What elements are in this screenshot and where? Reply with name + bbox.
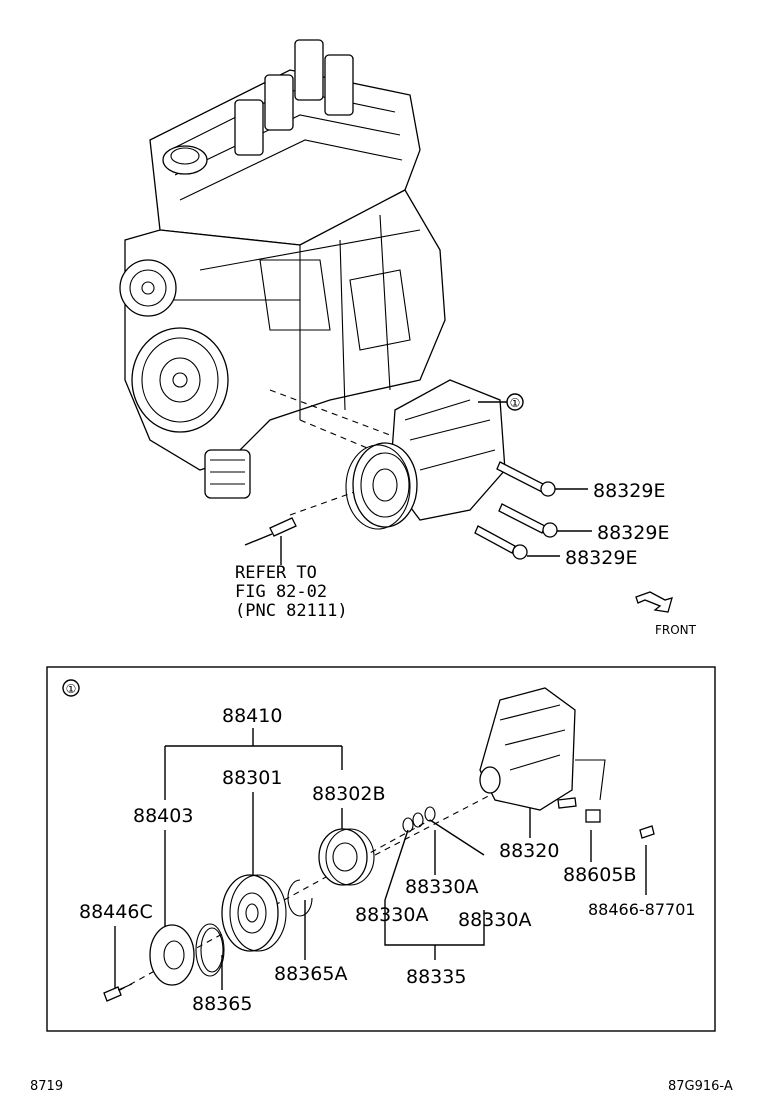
compressor-assembly (345, 379, 558, 560)
shim-ring-icon (195, 923, 225, 977)
label-88302B: 88302B (312, 783, 385, 805)
label-88410: 88410 (222, 705, 282, 727)
callout-1-detail (62, 679, 80, 697)
front-label: FRONT (655, 623, 697, 637)
bolt-icon (474, 525, 528, 560)
bolt-icon (496, 461, 556, 497)
label-88365A: 88365A (274, 963, 347, 985)
label-88301: 88301 (222, 767, 282, 789)
label-88320: 88320 (499, 840, 559, 862)
engine-illustration (119, 39, 446, 546)
refer-note-line-3: (PNC 82111) (235, 601, 348, 621)
detail-box (46, 666, 716, 1032)
pressure-switch-icon (557, 759, 606, 823)
label-88605B: 88605B (563, 864, 636, 886)
label-88466-87701: 88466-87701 (588, 900, 696, 919)
label-88330A-2: 88330A (355, 904, 428, 926)
label-88330A-3: 88330A (458, 909, 531, 931)
label-88335: 88335 (406, 966, 466, 988)
bolt-88446C-icon (103, 983, 133, 1002)
label-88446C: 88446C (79, 901, 153, 923)
washer-icons (402, 806, 436, 833)
label-88330A-1: 88330A (405, 876, 478, 898)
bolt-label-2: 88329E (597, 522, 669, 544)
screw-icon (639, 825, 655, 839)
pressure-plate-icon (149, 924, 195, 986)
bolt-icon (498, 503, 558, 538)
clutch-pulley-icon (221, 874, 287, 952)
bolt-label-1: 88329E (593, 480, 665, 502)
footer-right-code: 87G916-A (668, 1079, 733, 1094)
callout-1-symbol: ① (510, 396, 521, 410)
label-88403: 88403 (133, 805, 193, 827)
refer-note-line-1: REFER TO (235, 563, 317, 583)
label-88365: 88365 (192, 993, 252, 1015)
front-arrow-icon (635, 591, 673, 613)
footer-left-code: 8719 (30, 1079, 63, 1094)
callout-1-detail-symbol: ① (66, 682, 77, 696)
refer-note-line-2: FIG 82-02 (235, 582, 327, 602)
compressor-body-icon (479, 687, 576, 811)
bolt-label-3: 88329E (565, 547, 637, 569)
snap-ring-icon (287, 879, 313, 917)
stator-coil-icon (318, 828, 375, 886)
